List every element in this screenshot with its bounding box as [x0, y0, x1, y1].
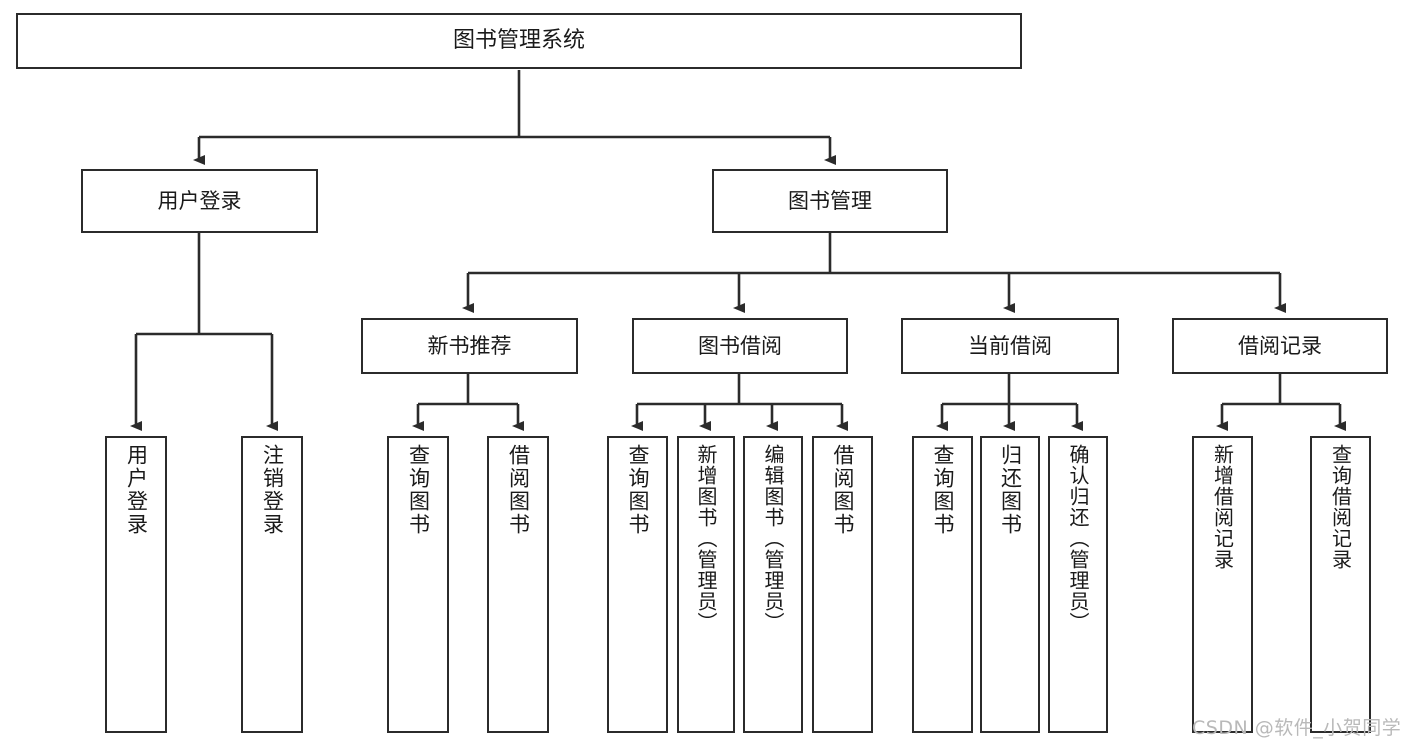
node-leaf-query-borrow-record[interactable]: 查询借阅记录 [1310, 436, 1371, 733]
node-label: 借阅图书 [506, 444, 531, 536]
node-book-borrowing[interactable]: 图书借阅 [632, 318, 848, 374]
node-label: 查询图书 [406, 444, 431, 536]
node-leaf-logout[interactable]: 注销登录 [241, 436, 303, 733]
node-label: 新增图书（管理员） [694, 444, 718, 633]
csdn-watermark: CSDN @软件_小贺同学 [1192, 717, 1402, 739]
node-label: 查询借阅记录 [1328, 444, 1353, 570]
node-current-borrowing[interactable]: 当前借阅 [901, 318, 1119, 374]
node-label: 借阅记录 [1238, 333, 1322, 358]
node-label: 新书推荐 [427, 333, 512, 358]
node-label: 确认归还（管理员） [1066, 444, 1090, 633]
node-label: 注销登录 [260, 444, 285, 536]
node-label: 新增借阅记录 [1210, 444, 1235, 570]
node-label: 编辑图书（管理员） [761, 444, 785, 633]
node-book-management[interactable]: 图书管理 [712, 169, 948, 233]
node-label: 借阅图书 [831, 444, 855, 536]
node-leaf-confirm-return-admin[interactable]: 确认归还（管理员） [1048, 436, 1108, 733]
node-borrowing-record[interactable]: 借阅记录 [1172, 318, 1388, 374]
node-label: 归还图书 [998, 444, 1023, 536]
node-label: 图书管理 [788, 188, 872, 213]
node-leaf-borrow-book-new[interactable]: 借阅图书 [487, 436, 549, 733]
node-label: 图书管理系统 [452, 28, 585, 54]
node-leaf-add-borrow-record[interactable]: 新增借阅记录 [1192, 436, 1253, 733]
node-label: 查询图书 [931, 444, 955, 536]
node-leaf-query-book-borrow[interactable]: 查询图书 [607, 436, 668, 733]
node-user-login[interactable]: 用户登录 [81, 169, 318, 233]
node-leaf-user-login[interactable]: 用户登录 [105, 436, 167, 733]
node-label: 用户登录 [157, 188, 242, 213]
node-leaf-edit-book-admin[interactable]: 编辑图书（管理员） [743, 436, 803, 733]
node-leaf-query-book-current[interactable]: 查询图书 [912, 436, 973, 733]
node-label: 图书借阅 [698, 333, 782, 358]
node-leaf-query-book-new[interactable]: 查询图书 [387, 436, 449, 733]
node-root-book-management-system[interactable]: 图书管理系统 [16, 13, 1022, 69]
node-label: 当前借阅 [968, 333, 1052, 358]
node-label: 用户登录 [124, 444, 149, 536]
node-new-book-recommendation[interactable]: 新书推荐 [361, 318, 578, 374]
node-leaf-add-book-admin[interactable]: 新增图书（管理员） [677, 436, 735, 733]
node-leaf-return-book[interactable]: 归还图书 [980, 436, 1040, 733]
node-leaf-borrow-book[interactable]: 借阅图书 [812, 436, 873, 733]
node-label: 查询图书 [626, 444, 650, 536]
